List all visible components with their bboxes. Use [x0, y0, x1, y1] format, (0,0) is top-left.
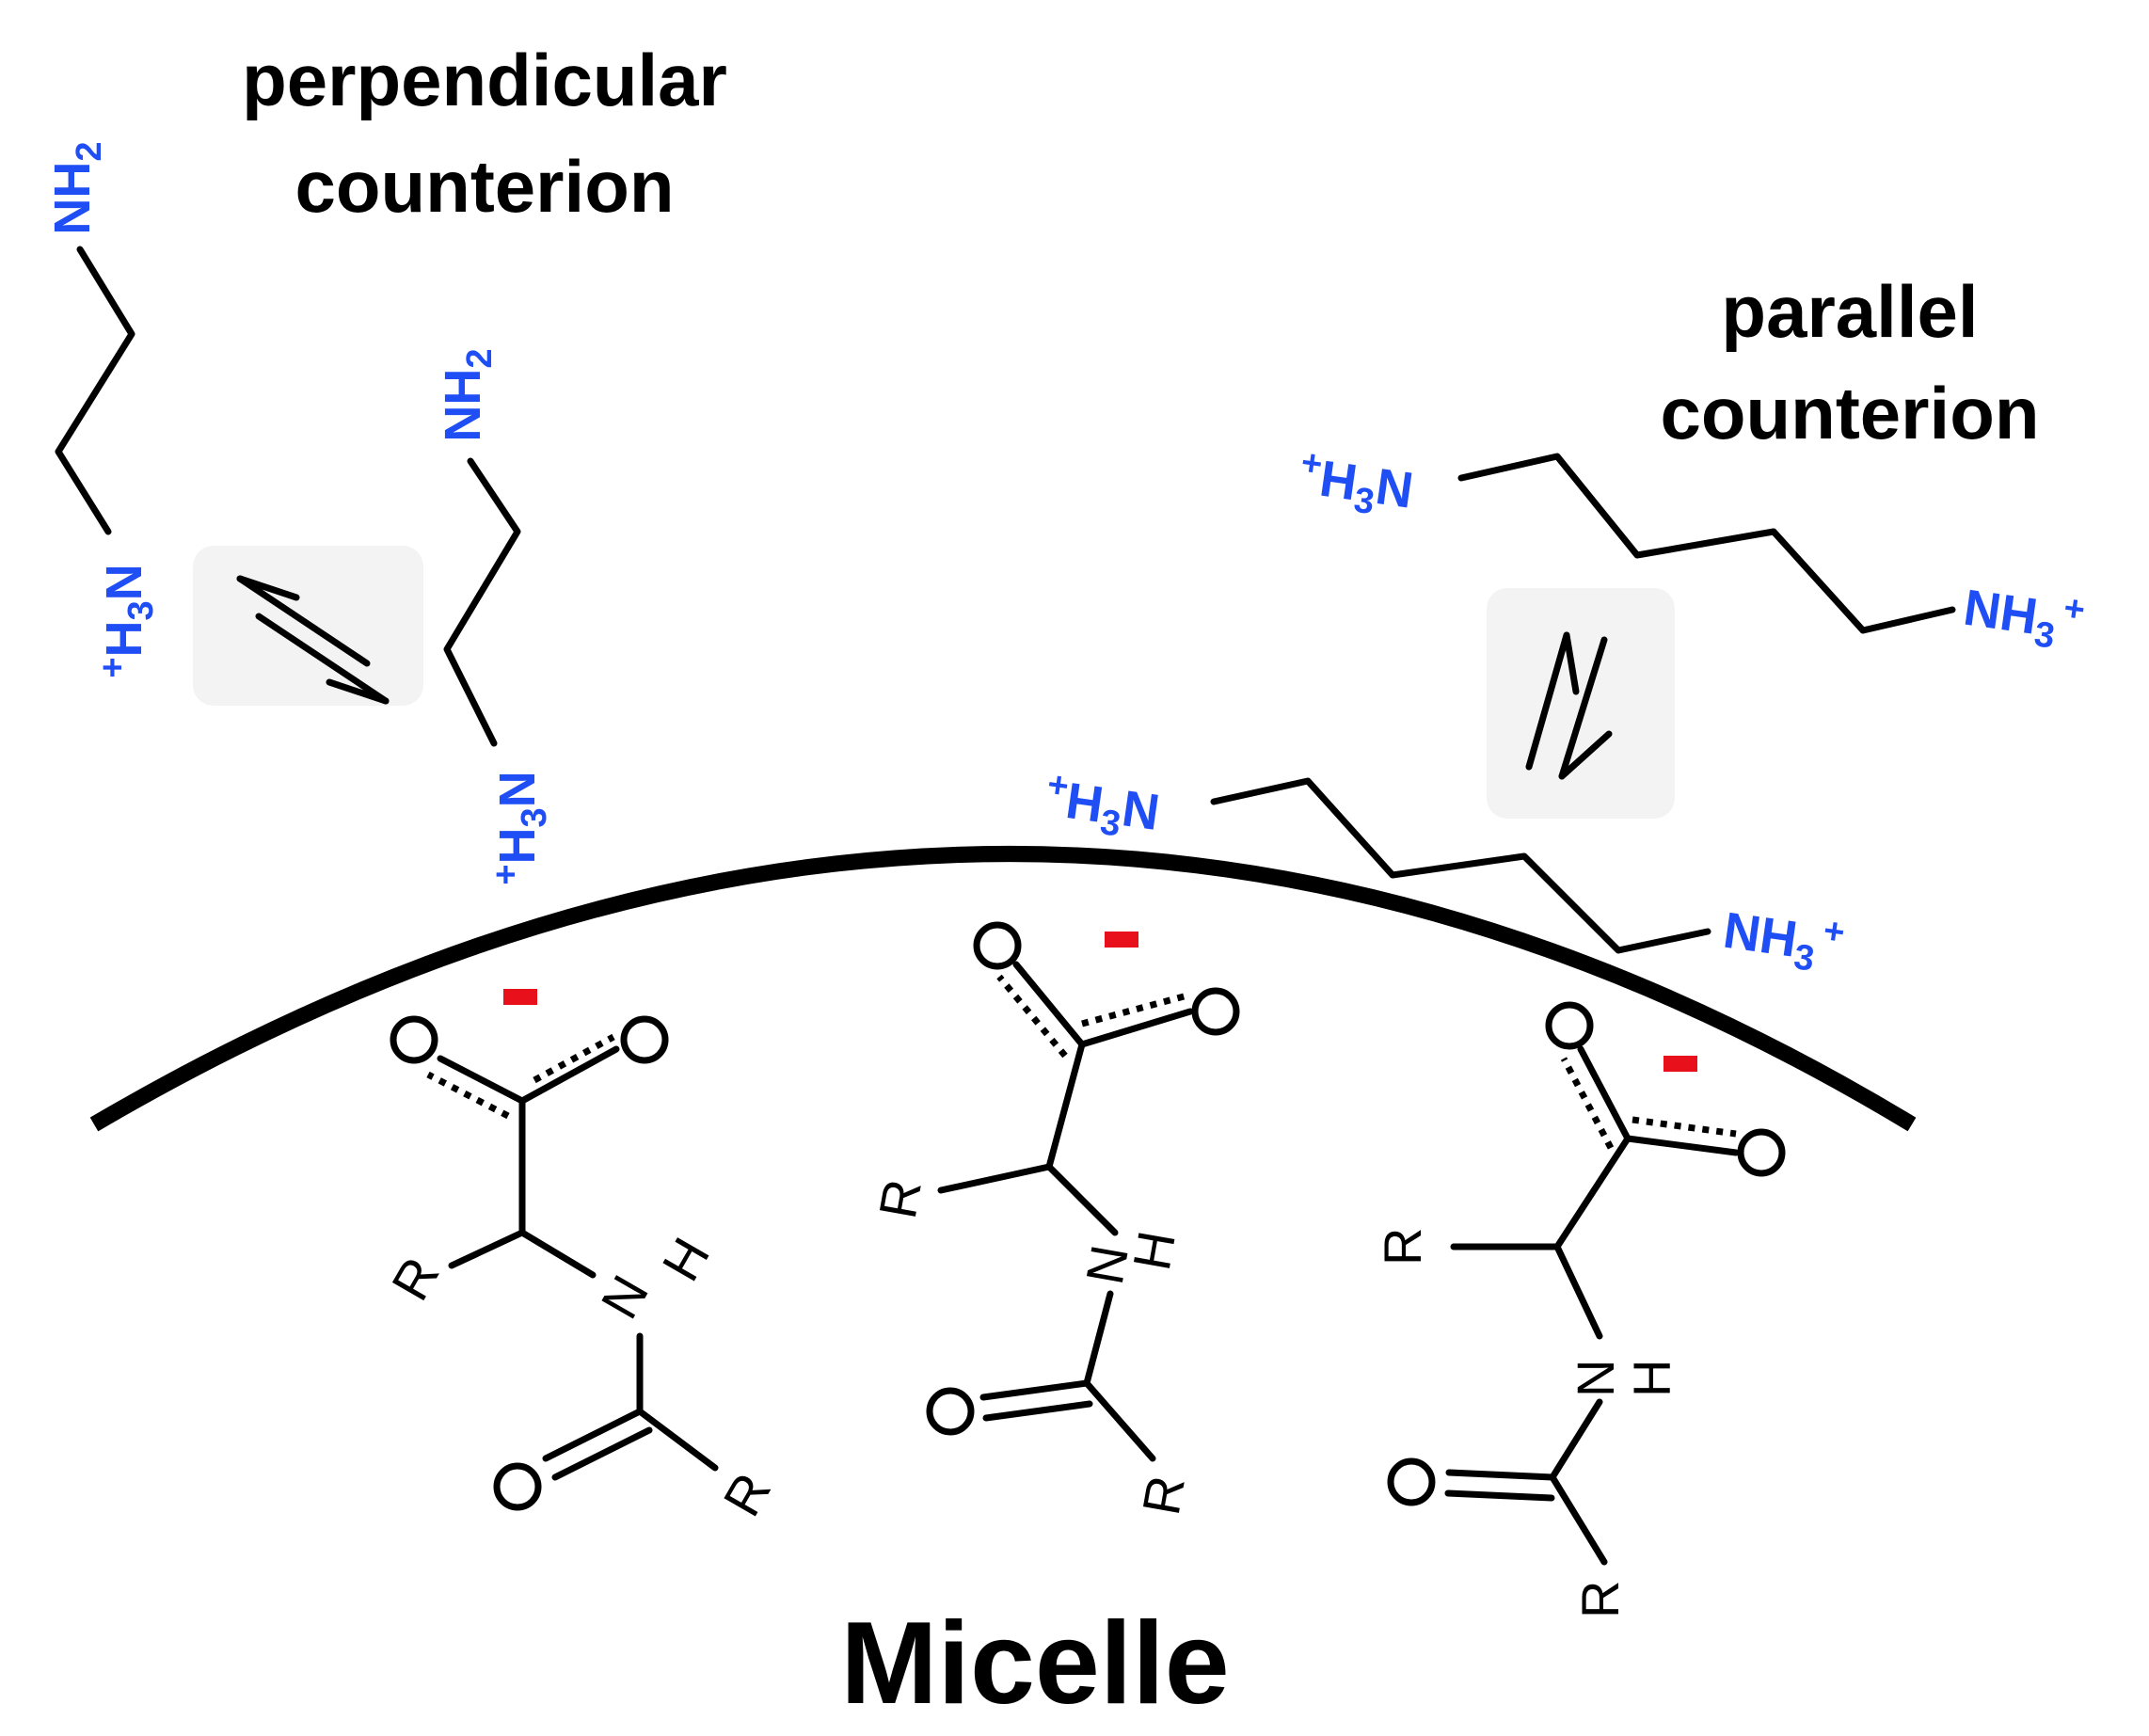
svg-text:NH2: NH2	[44, 141, 109, 234]
h3n-plus-group: +H3N	[1295, 443, 1417, 528]
r-group: R	[380, 1248, 451, 1311]
perpendicular-heading-line1: perpendicular	[242, 39, 727, 121]
equilibrium-arrows-parallel	[1487, 588, 1675, 819]
svg-text:+H3N: +H3N	[486, 771, 554, 884]
surfactant-headgroup-3: R N H R	[1373, 1001, 1786, 1618]
free-ethylenediamine-perpendicular: NH2 +H3N	[44, 141, 161, 677]
r-group: R	[711, 1463, 782, 1526]
r-group: R	[1570, 1581, 1630, 1618]
nh2-group: NH2	[44, 141, 109, 234]
h3n-plus-group: +H3N	[93, 564, 161, 677]
equilibrium-arrows-perpendicular	[193, 546, 423, 706]
nh2-group: NH2	[435, 348, 500, 441]
svg-text:+H3N: +H3N	[93, 564, 161, 677]
nitrogen-atom: N	[589, 1266, 660, 1329]
micelle-label: Micelle	[840, 1599, 1230, 1728]
r-group: R	[1131, 1472, 1196, 1520]
hydrogen-atom: H	[1622, 1360, 1681, 1397]
negative-charge-3	[1663, 1056, 1697, 1072]
nh3-plus-group: NH3+	[1719, 898, 1847, 983]
h3n-plus-group: +H3N	[1041, 765, 1163, 850]
perpendicular-heading-line2: counterion	[295, 145, 675, 228]
svg-text:NH2: NH2	[435, 348, 500, 441]
bound-putrescine-parallel: +H3N NH3+	[1041, 765, 1848, 983]
free-putrescine-parallel: +H3N NH3+	[1295, 443, 2087, 661]
r-group: R	[868, 1175, 932, 1223]
h3n-plus-group: +H3N	[486, 771, 554, 884]
r-group: R	[1373, 1228, 1432, 1266]
surfactant-headgroup-1: R N H R	[380, 989, 782, 1525]
bound-ethylenediamine-perpendicular: NH2 +H3N	[435, 348, 554, 884]
parallel-heading-line2: counterion	[1661, 372, 2040, 454]
negative-charge-1	[503, 989, 537, 1005]
nh3-plus-group: NH3+	[1959, 575, 2087, 661]
parallel-heading-line1: parallel	[1721, 270, 1978, 353]
hydrogen-atom: H	[650, 1228, 721, 1291]
negative-charge-2	[1105, 932, 1138, 948]
surfactant-headgroup-2: R N H R	[868, 921, 1240, 1520]
nitrogen-atom: N	[1566, 1360, 1625, 1397]
micelle-surface-arc	[89, 846, 1917, 1132]
